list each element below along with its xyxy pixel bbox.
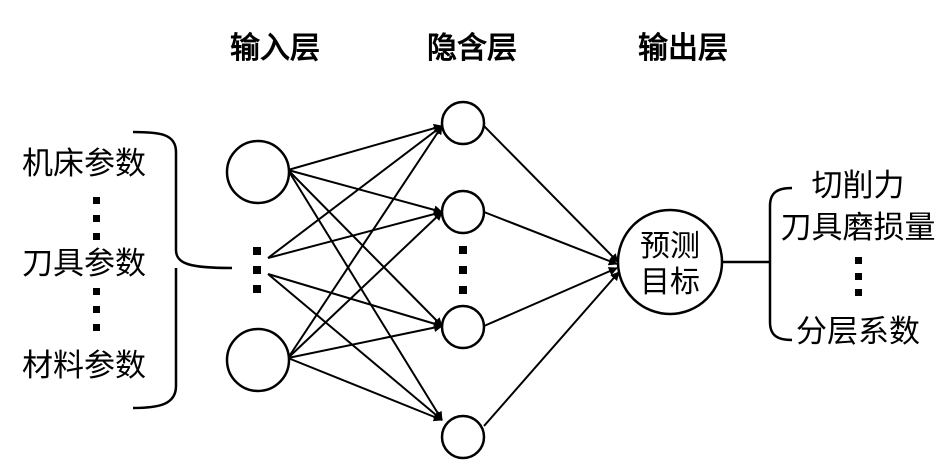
- hidden-output-connections: [483, 125, 620, 427]
- input-node-top: [225, 139, 291, 205]
- tool-wear-label: 刀具磨损量: [781, 210, 936, 246]
- input-node-bottom: [225, 327, 291, 393]
- input-label-ellipsis-bottom: [93, 288, 100, 331]
- input-layer-title: 输入层: [230, 31, 320, 66]
- hidden-node-2: [440, 189, 486, 235]
- input-brace: [132, 130, 233, 410]
- hidden-node-3: [440, 304, 486, 350]
- hidden-layer-title: 隐含层: [427, 31, 517, 66]
- machine-params-label: 机床参数: [22, 146, 146, 182]
- layer-coefficient-label: 分层系数: [796, 314, 920, 350]
- input-node-ellipsis: [253, 247, 261, 293]
- hidden-node-4: [440, 414, 486, 460]
- output-layer-title: 输出层: [638, 31, 728, 66]
- material-params-label: 材料参数: [22, 348, 146, 384]
- input-label-ellipsis-top: [93, 197, 100, 240]
- output-bracket: [768, 186, 793, 342]
- target-ellipsis: [855, 257, 862, 296]
- output-node-line2: 目标: [640, 265, 700, 300]
- hidden-node-1: [440, 100, 486, 146]
- input-hidden-connections: [267, 123, 443, 422]
- cutting-force-label: 切削力: [812, 168, 905, 204]
- hidden-node-ellipsis: [459, 246, 467, 294]
- tool-params-label: 刀具参数: [22, 246, 146, 282]
- output-node-line1: 预测: [640, 229, 700, 264]
